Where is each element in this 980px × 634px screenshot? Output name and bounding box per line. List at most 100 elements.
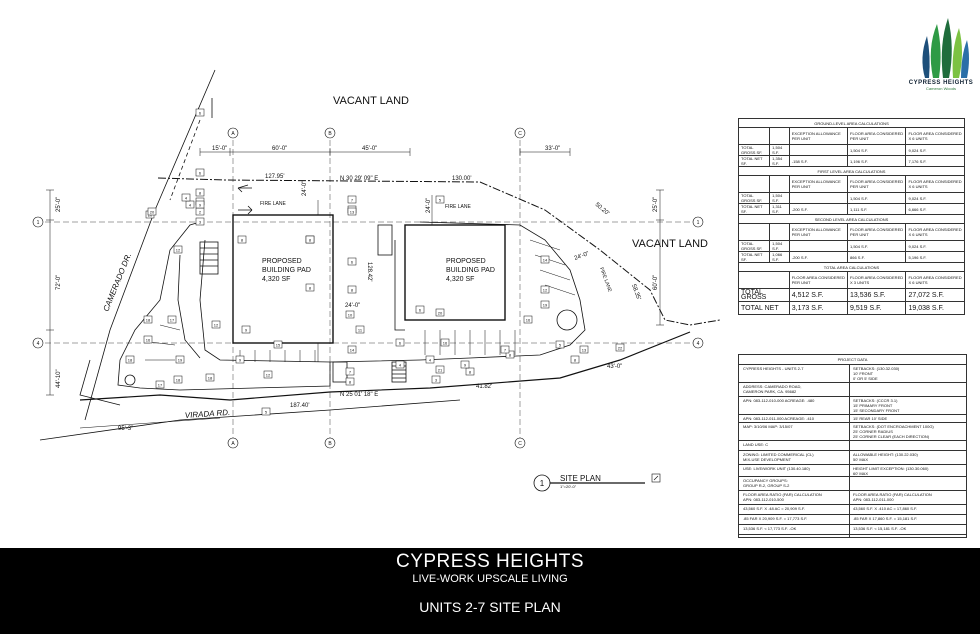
- table-cell: 1,504 S.F.: [769, 144, 790, 156]
- project-data-left: FLOOR AREA RATIO (FAR) CALCULATION APN: …: [743, 492, 822, 502]
- keynote-tag-box: [195, 217, 205, 226]
- keynote-tag-box: [425, 355, 435, 364]
- vacant-land-right-label: VACANT LAND: [632, 238, 708, 250]
- road-edge-left: [84, 69, 216, 421]
- length-128: 128.42': [366, 262, 372, 282]
- project-data-left: CYPRESS HEIGHTS - UNITS 2-7: [743, 366, 804, 371]
- keynote-tag-box: [273, 340, 283, 349]
- keynote-tag: 11: [358, 328, 363, 333]
- keynote-tag-box: [155, 380, 165, 389]
- pad-2-line1: PROPOSED: [446, 258, 486, 265]
- keynote-tag-box: [347, 257, 357, 266]
- total-title: TOTAL AREA CALCULATIONS: [738, 262, 965, 272]
- keynote-tag: 19: [178, 358, 183, 363]
- table-cell: -158 S.F.: [788, 155, 849, 167]
- keynote-tag: 5: [559, 343, 562, 348]
- detail-number: 1: [540, 479, 545, 488]
- table-cell: 6,666 S.F.: [905, 203, 965, 215]
- project-data-right: FLOOR AREA RATIO (FAR) CALCULATION APN: …: [853, 492, 932, 502]
- grid-label-4: 4: [37, 341, 40, 347]
- dim-top-3: 45'-0": [362, 146, 377, 152]
- keynote-tag: 17: [170, 318, 175, 323]
- keynote-tag: 14: [350, 348, 355, 353]
- dim-top-4: 33'-0": [545, 146, 560, 152]
- grid-label-a: A: [231, 131, 235, 137]
- project-data-right: SETBACKS: (CCCR 3.1) 15' PRIMARY FRONT 1…: [853, 398, 900, 413]
- header-cell: [737, 127, 771, 145]
- project-data-right: 15' REAR 10' SIDE: [853, 416, 888, 421]
- keynote-tag: 6: [199, 111, 202, 116]
- dim-top-1: 15'-0": [212, 146, 227, 152]
- keynote-tag-box: [167, 315, 177, 324]
- grid-label-c-bottom: C: [518, 441, 522, 447]
- keynote-tag-box: [540, 255, 550, 264]
- header-cell: FLOOR AREA CONSIDERED PER UNIT: [788, 271, 849, 289]
- project-data-left: ZONING: LIMITED COMMERICAL (CL) MIX-USE …: [743, 452, 814, 462]
- keynote-tag: 8: [199, 191, 202, 196]
- project-data-left: OCCUPANCY GROUPS: GROUP R-2, GROUP S-2: [743, 478, 790, 488]
- project-data-left: 13,536 S.F. < 17,773 S.F. -OK: [743, 526, 797, 531]
- table-cell: [788, 192, 849, 204]
- header-cell: EXCEPTION ALLOWANCE PER UNIT: [788, 127, 849, 145]
- road-edge-virada: [39, 399, 461, 441]
- project-data-right: 43,560 S.F. X .410 AC = 17,860 S.F.: [853, 506, 918, 511]
- keynote-tag: 5: [265, 410, 268, 415]
- dim-right-2: 60'-0": [653, 275, 659, 290]
- keynote-tag-box: [237, 235, 247, 244]
- fire-lane-label-1: FIRE LANE: [260, 201, 287, 207]
- second-title: SECOND LEVEL AREA CALCULATIONS: [738, 214, 965, 224]
- keynote-tag-box: [431, 375, 441, 384]
- aisle-3: 24'-0": [345, 303, 360, 309]
- keynote-tag: 4: [399, 363, 402, 368]
- table-cell: 9,024 S.F.: [905, 240, 965, 252]
- length-187: 187.40': [290, 403, 310, 409]
- table-cell: 19,038 S.F.: [905, 301, 965, 315]
- detail-scale: 1"=20'-0": [560, 484, 577, 489]
- header-cell: FLOOR AREA CONSIDERED X 6 UNITS: [905, 223, 965, 241]
- bearing-bottom: N 25 01' 18" E: [340, 392, 378, 398]
- project-data-left: ADDRESS: CAMERADO ROAD, CAMERON PARK, CA…: [743, 384, 802, 394]
- length-130: 130.00': [452, 176, 472, 182]
- keynote-tag: 9: [199, 203, 202, 208]
- keynote-tag-box: [395, 338, 405, 347]
- keynote-tag-box: [570, 355, 580, 364]
- keynote-tag: 9: [245, 328, 248, 333]
- table-cell: 1,504 S.F.: [769, 192, 790, 204]
- table-cell: TOTAL GROSS SF.: [737, 144, 771, 156]
- keynote-tag: 4: [189, 203, 192, 208]
- table-cell: 1,504 S.F.: [846, 240, 907, 252]
- keynote-tag-box: [345, 310, 355, 319]
- keynote-tag-box: [505, 350, 515, 359]
- table-cell: 5,196 S.F.: [905, 251, 965, 263]
- keynote-tag: 18: [146, 318, 151, 323]
- project-data-row: 43,560 S.F. X .48 AC = 20,909 S.F.43,560…: [739, 504, 966, 515]
- project-data-left: LAND USE: C: [743, 442, 769, 447]
- project-data-left: .85 FAR X 20,909 S.F. = 17,773 S.F.: [743, 516, 808, 521]
- table-cell: 1,066 S.F.: [769, 251, 790, 263]
- header-cell: FLOOR AREA CONSIDERED X 6 UNITS: [905, 271, 965, 289]
- dim-bottom: 95'-3": [118, 426, 133, 432]
- camerado-road-label: CAMERADO DR.: [102, 252, 134, 313]
- keynote-tags: 6681232012813796810151112981214191817181…: [125, 108, 625, 416]
- dim-left-3: 44'-10": [56, 369, 62, 388]
- keynote-tag: 5: [439, 198, 442, 203]
- pad-1-line3: 4,320 SF: [262, 276, 290, 283]
- keynote-tag: 12: [214, 323, 219, 328]
- table-cell: 1,354 S.F.: [769, 155, 790, 167]
- keynote-tag-box: [347, 345, 357, 354]
- pad-2-line3: 4,320 SF: [446, 276, 474, 283]
- header-cell: [737, 223, 771, 241]
- project-data-right: HEIGHT LIMIT EXCEPTION: (130.30.060) 60'…: [853, 466, 929, 476]
- keynote-tag: 6: [419, 308, 422, 313]
- table-cell: TOTAL NET SF.: [737, 203, 771, 215]
- stair-3: [332, 361, 348, 383]
- keynote-tag: 22: [618, 346, 623, 351]
- property-line: [157, 177, 721, 326]
- project-data-table: PROJECT DATA CYPRESS HEIGHTS - UNITS 2-7…: [738, 354, 967, 538]
- dim-top-2: 60'-0": [272, 146, 287, 152]
- keynote-tag: 4: [185, 196, 188, 201]
- keynote-tag-box: [195, 200, 205, 209]
- table-cell: TOTAL NET: [738, 301, 790, 315]
- keynote-tag-box: [523, 315, 533, 324]
